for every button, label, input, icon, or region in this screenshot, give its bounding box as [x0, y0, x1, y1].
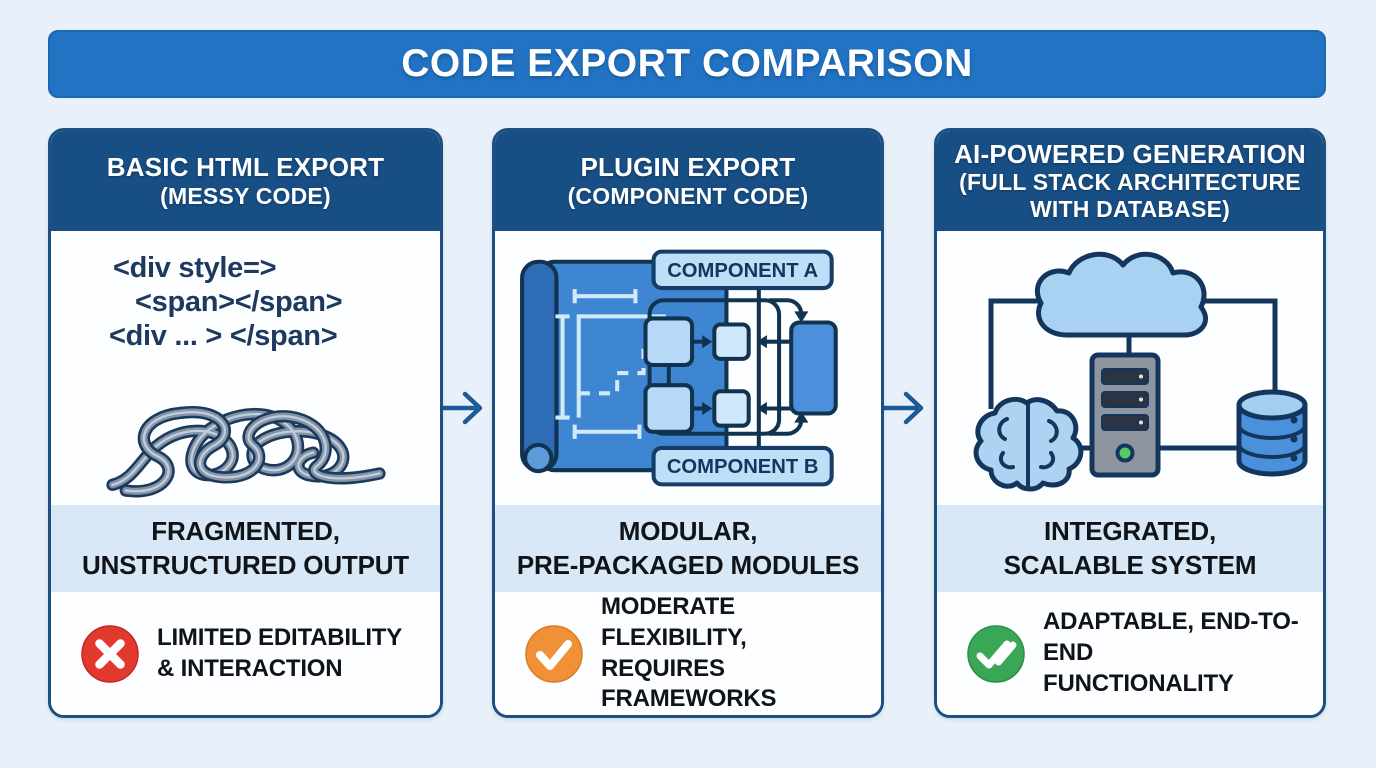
arrow-right-icon — [441, 391, 483, 425]
messy-code-illustration: <div style=> <span></span> <div ... > </… — [51, 231, 440, 505]
module-block — [789, 320, 838, 416]
arrow-left-icon — [756, 335, 767, 349]
double-check-icon — [967, 624, 1025, 683]
database-icon — [1236, 389, 1308, 477]
column-basic-html-export: BASIC HTML EXPORT (MESSY CODE) <div styl… — [48, 128, 443, 718]
column-subtitle: (COMPONENT CODE) — [567, 182, 809, 209]
cloud-icon — [1034, 251, 1209, 338]
ai-full-stack-illustration — [937, 231, 1323, 505]
column-subtitle: (FULL STACK ARCHITECTURE WITH DATABASE) — [959, 169, 1301, 223]
column-title: PLUGIN EXPORT — [580, 152, 796, 183]
column-subtitle: (MESSY CODE) — [160, 182, 331, 209]
verdict-text: MODERATE FLEXIBILITY, REQUIRES FRAMEWORK… — [601, 593, 777, 713]
ai-architecture-icon — [973, 251, 1308, 492]
code-line: <div ... > </span> — [109, 319, 338, 352]
blueprint-icon: COMPONENT A COMPONENT B — [520, 249, 838, 487]
column-header: AI-POWERED GENERATION (FULL STACK ARCHIT… — [937, 131, 1323, 231]
component-a-label: COMPONENT A — [651, 249, 834, 291]
verdict-row: MODERATE FLEXIBILITY, REQUIRES FRAMEWORK… — [495, 592, 881, 715]
title-banner: CODE EXPORT COMPARISON — [48, 30, 1326, 98]
check-icon-circle — [525, 624, 583, 683]
component-b-label: COMPONENT B — [651, 445, 834, 487]
blueprint-scroll — [520, 259, 729, 474]
cross-icon-glyph — [95, 638, 125, 669]
tangled-wire-2 — [119, 405, 386, 498]
page-title: CODE EXPORT COMPARISON — [401, 42, 973, 85]
verdict-text: ADAPTABLE, END-TO-END FUNCTIONALITY — [1043, 608, 1299, 697]
column-plugin-export: PLUGIN EXPORT (COMPONENT CODE) — [492, 128, 884, 718]
column-title: BASIC HTML EXPORT — [106, 152, 385, 183]
brain-icon — [973, 396, 1084, 492]
svg-text:COMPONENT A: COMPONENT A — [667, 260, 818, 282]
module-squares — [643, 316, 751, 434]
arrow-down-icon — [794, 311, 809, 323]
component-blueprint-illustration: COMPONENT A COMPONENT B — [495, 231, 881, 505]
code-line: <span></span> — [135, 286, 343, 319]
verdict-row: ADAPTABLE, END-TO-END FUNCTIONALITY — [937, 592, 1323, 715]
arrow-right-icon — [702, 401, 713, 416]
tangled-wires-icon — [105, 405, 386, 498]
check-icon — [525, 624, 583, 683]
arrow-left-icon — [756, 401, 767, 416]
column-header: BASIC HTML EXPORT (MESSY CODE) — [51, 131, 440, 231]
verdict-row: LIMITED EDITABILITY & INTERACTION — [51, 592, 440, 715]
feature-band: MODULAR, PRE-PACKAGED MODULES — [495, 505, 881, 592]
arrow-right-icon — [702, 335, 713, 349]
column-ai-powered-generation: AI-POWERED GENERATION (FULL STACK ARCHIT… — [934, 128, 1326, 718]
feature-band: FRAGMENTED, UNSTRUCTURED OUTPUT — [51, 505, 440, 592]
arrow-right-icon — [882, 391, 924, 425]
check-icon-glyph — [536, 639, 572, 670]
column-header: PLUGIN EXPORT (COMPONENT CODE) — [495, 131, 881, 231]
arrow-right-glyph — [882, 391, 924, 425]
module-container-outline — [647, 298, 782, 436]
code-line: <div style=> — [113, 252, 277, 285]
feature-band: INTEGRATED, SCALABLE SYSTEM — [937, 505, 1323, 592]
double-check-icon-glyph — [976, 640, 1017, 668]
cross-icon — [81, 624, 139, 683]
verdict-text: LIMITED EDITABILITY & INTERACTION — [157, 623, 403, 682]
server-icon — [1089, 352, 1161, 478]
column-title: AI-POWERED GENERATION — [954, 138, 1306, 169]
arrow-up-icon — [794, 411, 809, 423]
svg-text:COMPONENT B: COMPONENT B — [667, 456, 819, 478]
arrow-right-glyph — [441, 391, 483, 425]
code-snippet: <div style=> <span></span> <div ... > </… — [109, 252, 343, 354]
